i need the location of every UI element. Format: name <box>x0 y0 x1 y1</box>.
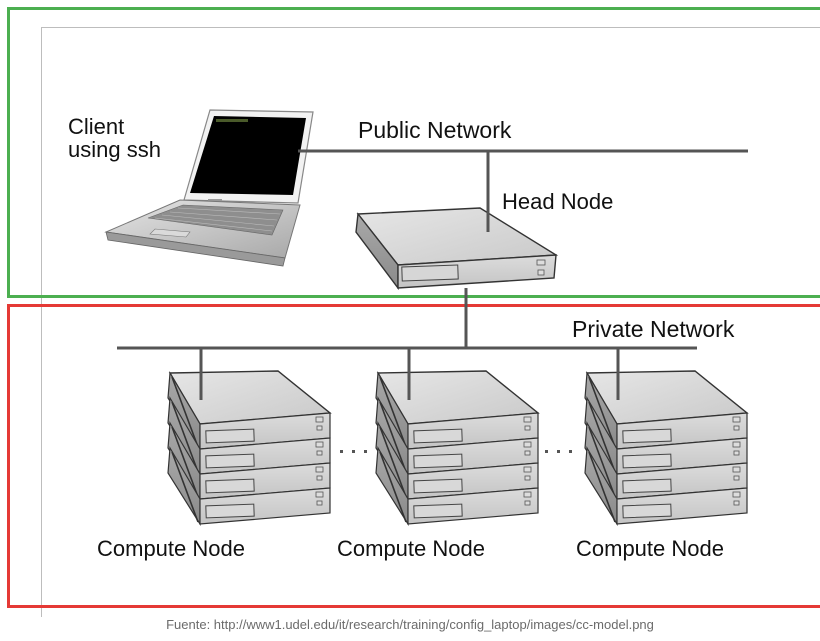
client-label-line1: Client <box>68 114 124 139</box>
head-node-server-icon <box>355 151 559 291</box>
source-caption: Fuente: http://www1.udel.edu/it/research… <box>166 617 654 632</box>
client-label-line2: using ssh <box>68 137 161 162</box>
compute-node-label: Compute Node <box>97 536 245 561</box>
compute-node-label: Compute Node <box>576 536 724 561</box>
compute-node-label: Compute Node <box>337 536 485 561</box>
head-node-label: Head Node <box>502 189 613 214</box>
private-network-line <box>117 288 697 350</box>
compute-node-server-rack-icon <box>584 348 749 527</box>
public-zone-highlight <box>7 7 820 298</box>
compute-node-server-rack-icon <box>167 348 332 527</box>
private-zone-highlight <box>7 304 820 608</box>
image-frame <box>41 27 820 617</box>
laptop-icon <box>104 109 314 267</box>
ellipsis-dots-right <box>545 450 572 453</box>
compute-node-server-rack-icon <box>375 348 540 527</box>
public-network-label: Public Network <box>358 117 512 143</box>
ellipsis-dots-left <box>340 450 367 453</box>
private-network-label: Private Network <box>572 316 735 342</box>
